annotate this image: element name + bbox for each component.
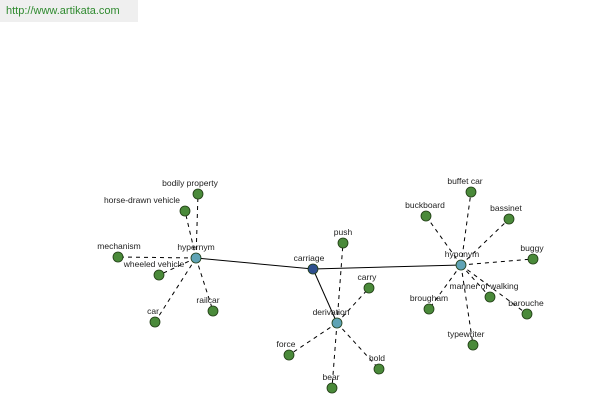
hub-node-circle[interactable] [331, 317, 343, 329]
leaf-node-mechanism[interactable]: mechanism [97, 241, 141, 263]
hub-node-hyponym[interactable]: hyponym [445, 249, 480, 271]
edge-derivation-push [336, 242, 344, 324]
leaf-node-buggy[interactable]: buggy [520, 243, 544, 265]
hub-node-label[interactable]: hypernym [177, 242, 214, 252]
edge-hyponym-buckboard [425, 215, 462, 266]
leaf-node-circle[interactable] [465, 186, 477, 198]
leaf-node-circle[interactable] [527, 253, 539, 265]
edge-derivation-hold [336, 322, 380, 370]
center-node-carriage[interactable]: carriage [294, 253, 325, 275]
hub-node-circle[interactable] [455, 259, 467, 271]
leaf-node-circle[interactable] [112, 251, 124, 263]
leaf-node-circle[interactable] [420, 210, 432, 222]
leaf-node-label[interactable]: force [277, 339, 296, 349]
leaf-node-label[interactable]: buckboard [405, 200, 445, 210]
leaf-node-circle[interactable] [373, 363, 385, 375]
leaf-node-manner-of-walking[interactable]: manner of walking [450, 281, 519, 303]
edge-center-hypernym [195, 257, 314, 270]
leaf-node-circle[interactable] [423, 303, 435, 315]
edge-hypernym-horse-drawn-vehicle [184, 210, 197, 259]
leaf-node-label[interactable]: brougham [410, 293, 448, 303]
leaf-node-wheeled-vehicle[interactable]: wheeled vehicle [123, 259, 185, 281]
edge-center-derivation [312, 268, 338, 324]
leaf-node-bear[interactable]: bear [322, 372, 340, 394]
leaf-node-label[interactable]: railcar [196, 295, 219, 305]
hub-node-label[interactable]: derivation [313, 307, 350, 317]
leaf-node-label[interactable]: barouche [508, 298, 544, 308]
leaf-node-label[interactable]: carry [358, 272, 378, 282]
leaf-node-label[interactable]: mechanism [97, 241, 140, 251]
leaf-node-label[interactable]: horse-drawn vehicle [104, 195, 180, 205]
leaf-node-label[interactable]: buggy [520, 243, 544, 253]
leaf-node-circle[interactable] [467, 339, 479, 351]
leaf-node-hold[interactable]: hold [369, 353, 385, 375]
leaf-node-circle[interactable] [283, 349, 295, 361]
leaf-node-label[interactable]: hold [369, 353, 385, 363]
leaf-node-carry[interactable]: carry [358, 272, 378, 294]
edge-hypernym-railcar [195, 257, 214, 312]
leaf-node-label[interactable]: manner of walking [450, 281, 519, 291]
edge-hypernym-bodily-property [195, 193, 199, 259]
edge-hyponym-buggy [460, 258, 534, 266]
leaf-node-buffet-car[interactable]: buffet car [447, 176, 483, 198]
leaf-node-force[interactable]: force [277, 339, 296, 361]
leaf-node-label[interactable]: bear [322, 372, 339, 382]
leaf-node-circle[interactable] [149, 316, 161, 328]
leaf-node-label[interactable]: wheeled vehicle [123, 259, 185, 269]
hub-node-label[interactable]: hyponym [445, 249, 480, 259]
hub-node-hypernym[interactable]: hypernym [177, 242, 215, 264]
edge-center-hyponym [312, 264, 462, 270]
nodes-layer: bodily property horse-drawn vehicle mechan… [97, 176, 544, 394]
leaf-node-push[interactable]: push [334, 227, 353, 249]
leaf-node-railcar[interactable]: railcar [196, 295, 220, 317]
edge-hypernym-mechanism [117, 256, 197, 259]
leaf-node-circle[interactable] [337, 237, 349, 249]
hub-node-derivation[interactable]: derivation [313, 307, 350, 329]
leaf-node-bodily-property[interactable]: bodily property [162, 178, 219, 200]
leaf-node-label[interactable]: car [147, 306, 159, 316]
edge-hyponym-bassinet [460, 218, 510, 266]
leaf-node-label[interactable]: bassinet [490, 203, 522, 213]
url-bar: http://www.artikata.com [0, 0, 138, 22]
edge-hyponym-typewriter [460, 264, 474, 346]
leaf-node-circle[interactable] [484, 291, 496, 303]
leaf-node-circle[interactable] [179, 205, 191, 217]
leaf-node-circle[interactable] [192, 188, 204, 200]
source-url-link[interactable]: http://www.artikata.com [6, 5, 120, 17]
leaf-node-circle[interactable] [207, 305, 219, 317]
leaf-node-brougham[interactable]: brougham [410, 293, 448, 315]
edge-derivation-bear [331, 322, 338, 389]
leaf-node-circle[interactable] [363, 282, 375, 294]
leaf-node-barouche[interactable]: barouche [508, 298, 544, 320]
leaf-node-bassinet[interactable]: bassinet [490, 203, 522, 225]
edge-derivation-carry [336, 287, 370, 324]
leaf-node-circle[interactable] [326, 382, 338, 394]
edge-derivation-force [288, 322, 338, 356]
leaf-node-circle[interactable] [153, 269, 165, 281]
leaf-node-typewriter[interactable]: typewriter [448, 329, 485, 351]
leaf-node-circle[interactable] [503, 213, 515, 225]
leaf-node-label[interactable]: bodily property [162, 178, 219, 188]
leaf-node-horse-drawn-vehicle[interactable]: horse-drawn vehicle [104, 195, 191, 217]
hub-node-circle[interactable] [190, 252, 202, 264]
edge-hyponym-manner-of-walking [460, 264, 491, 298]
leaf-node-label[interactable]: typewriter [448, 329, 485, 339]
leaf-node-label[interactable]: push [334, 227, 353, 237]
center-node-circle[interactable] [307, 263, 319, 275]
edge-hyponym-brougham [428, 264, 462, 310]
edge-hyponym-barouche [460, 264, 528, 315]
leaf-node-buckboard[interactable]: buckboard [405, 200, 445, 222]
leaf-node-circle[interactable] [521, 308, 533, 320]
leaf-node-label[interactable]: buffet car [447, 176, 482, 186]
edges-layer [117, 191, 534, 389]
leaf-node-car[interactable]: car [147, 306, 161, 328]
center-node-label[interactable]: carriage [294, 253, 325, 263]
edge-hypernym-wheeled-vehicle [158, 257, 197, 276]
